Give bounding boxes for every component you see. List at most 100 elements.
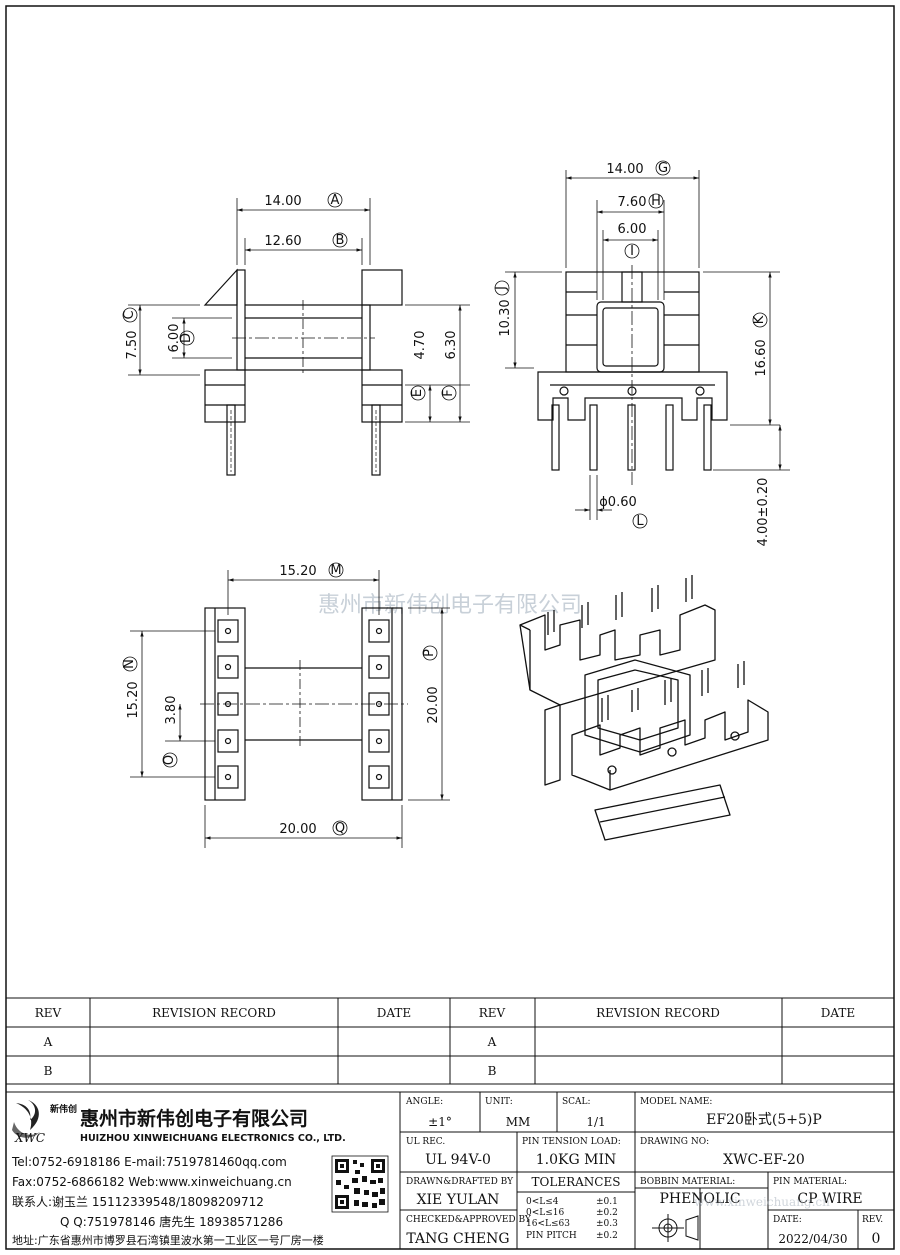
bobbin-material-value: PHENOLIC: [659, 1191, 740, 1207]
dim-d-marker: [179, 330, 195, 346]
company-name-cn: 惠州市新伟创电子有限公司: [80, 1107, 308, 1130]
dim-p-mark: P: [422, 649, 437, 657]
dim-c-value: 7.50: [125, 331, 140, 360]
unit-label: UNIT:: [485, 1097, 513, 1107]
dim-pin-length-value: 4.00±0.20: [756, 478, 771, 547]
dim-m-marker: [328, 562, 344, 578]
tol-range-4: PIN PITCH: [526, 1231, 577, 1241]
dim-d-mark: D: [179, 333, 194, 343]
company-address: 地址:广东省惠州市博罗县石湾镇里波水第一工业区一号厂房一楼: [12, 1233, 324, 1247]
dim-m-value: 15.20: [279, 564, 316, 579]
dim-q-value: 20.00: [279, 822, 316, 837]
dim-a-value: 14.00: [264, 194, 301, 209]
dim-e-mark: E: [410, 389, 425, 397]
tol-value-3: ±0.3: [596, 1219, 618, 1229]
dim-l-mark: L: [636, 514, 644, 529]
isometric-view: [519, 575, 769, 841]
dim-n-marker: [122, 656, 138, 672]
rev-row-a-left: A: [43, 1035, 53, 1049]
checked-by-value: TANG CHENG: [406, 1231, 509, 1247]
dim-g-mark: G: [658, 161, 668, 176]
logo-text: 新伟创: [50, 1103, 77, 1115]
dim-a-mark: A: [331, 193, 340, 208]
bottom-view-dimensions: [130, 570, 450, 848]
revision-record-header-2: REVISION RECORD: [596, 1006, 720, 1020]
company-tel: Tel:0752-6918186 E-mail:7519781460qq.com: [11, 1155, 287, 1169]
dim-i-mark: I: [630, 244, 634, 259]
date-label: DATE:: [773, 1215, 802, 1225]
drawn-by-label: DRAWN&DRAFTED BY: [406, 1177, 514, 1187]
dim-o-value: 3.80: [164, 696, 179, 725]
dim-g-marker: [655, 160, 671, 176]
dim-c-marker: [122, 307, 138, 323]
side-view-dimensions: [505, 170, 790, 520]
drawn-by-value: XIE YULAN: [417, 1192, 500, 1208]
front-view-dimensions: [128, 198, 470, 423]
dim-p-marker: [422, 645, 438, 661]
side-view: [537, 265, 728, 485]
watermark-text: 惠州市新伟创电子有限公司: [318, 593, 582, 618]
dim-l-marker: [632, 513, 648, 529]
rev-value: 0: [872, 1231, 881, 1247]
date-value: 2022/04/30: [778, 1232, 847, 1246]
tol-value-2: ±0.2: [596, 1208, 618, 1218]
company-qq: Q Q:751978146 唐先生 18938571286: [60, 1214, 283, 1229]
logo-abbr: XWC: [14, 1131, 45, 1145]
dim-f-mark: F: [441, 389, 456, 396]
dim-c-mark: C: [122, 310, 137, 319]
dim-q-mark: Q: [335, 821, 345, 836]
tol-range-3: 16<L≤63: [526, 1219, 570, 1229]
dim-h-marker: [648, 193, 664, 209]
qr-code-icon: [331, 1155, 389, 1213]
dim-i-value: 6.00: [618, 222, 647, 237]
tol-value-4: ±0.2: [596, 1231, 618, 1241]
dim-b-marker: [332, 232, 348, 248]
rev-header-1: REV: [35, 1006, 62, 1020]
dim-o-marker: [162, 752, 178, 768]
dim-j-mark: J: [494, 286, 509, 291]
rev-header-2: REV: [479, 1006, 506, 1020]
title-block: [5, 1091, 895, 1250]
rev-row-a-right: A: [487, 1035, 497, 1049]
scale-value: 1/1: [586, 1115, 605, 1129]
company-fax: Fax:0752-6866182 Web:www.xinweichuang.cn: [12, 1175, 292, 1189]
model-name-value: EF20卧式(5+5)P: [706, 1112, 822, 1128]
projection-symbol-icon: [652, 1214, 699, 1242]
dim-j-marker: [494, 280, 510, 296]
dim-n-value: 15.20: [126, 681, 141, 718]
dim-b-mark: B: [336, 233, 345, 248]
date-header-2: DATE: [821, 1006, 855, 1020]
tol-range-1: 0<L≤4: [526, 1197, 559, 1207]
tol-range-2: 0<L≤16: [526, 1208, 565, 1218]
ul-value: UL 94V-0: [425, 1152, 491, 1168]
company-name-en: HUIZHOU XINWEICHUANG ELECTRONICS CO., LT…: [80, 1133, 346, 1144]
checked-by-label: CHECKED&APPROVED BY: [406, 1215, 532, 1225]
dim-n-mark: N: [122, 659, 137, 669]
dim-m-mark: M: [330, 563, 341, 578]
revision-record-header-1: REVISION RECORD: [152, 1006, 276, 1020]
dim-e-value: 4.70: [413, 331, 428, 360]
tolerances-label: TOLERANCES: [532, 1175, 621, 1189]
ul-label: UL REC.: [406, 1137, 445, 1147]
dim-a-marker: [327, 192, 343, 208]
pin-material-value: CP WIRE: [797, 1191, 862, 1207]
dim-d-value: 6.00: [167, 324, 182, 353]
pin-material-label: PIN MATERIAL:: [773, 1177, 847, 1187]
website-watermark: www.xinweichuang.cn: [694, 1195, 830, 1209]
front-view: [203, 268, 403, 476]
rev-row-b-right: B: [488, 1064, 497, 1078]
drawing-no-value: XWC-EF-20: [723, 1152, 805, 1168]
dim-b-value: 12.60: [264, 234, 301, 249]
dim-l-value: ϕ0.60: [599, 495, 637, 510]
dim-j-value: 10.30: [498, 299, 513, 336]
angle-value: ±1°: [428, 1115, 452, 1129]
model-name-label: MODEL NAME:: [640, 1097, 712, 1107]
drawing-no-label: DRAWING NO:: [640, 1137, 709, 1147]
scale-label: SCAL:: [562, 1097, 591, 1107]
dim-k-mark: K: [752, 315, 767, 324]
dim-o-mark: O: [162, 755, 177, 765]
dim-k-value: 16.60: [754, 339, 769, 376]
angle-label: ANGLE:: [405, 1097, 443, 1107]
pin-tension-value: 1.0KG MIN: [536, 1152, 616, 1168]
